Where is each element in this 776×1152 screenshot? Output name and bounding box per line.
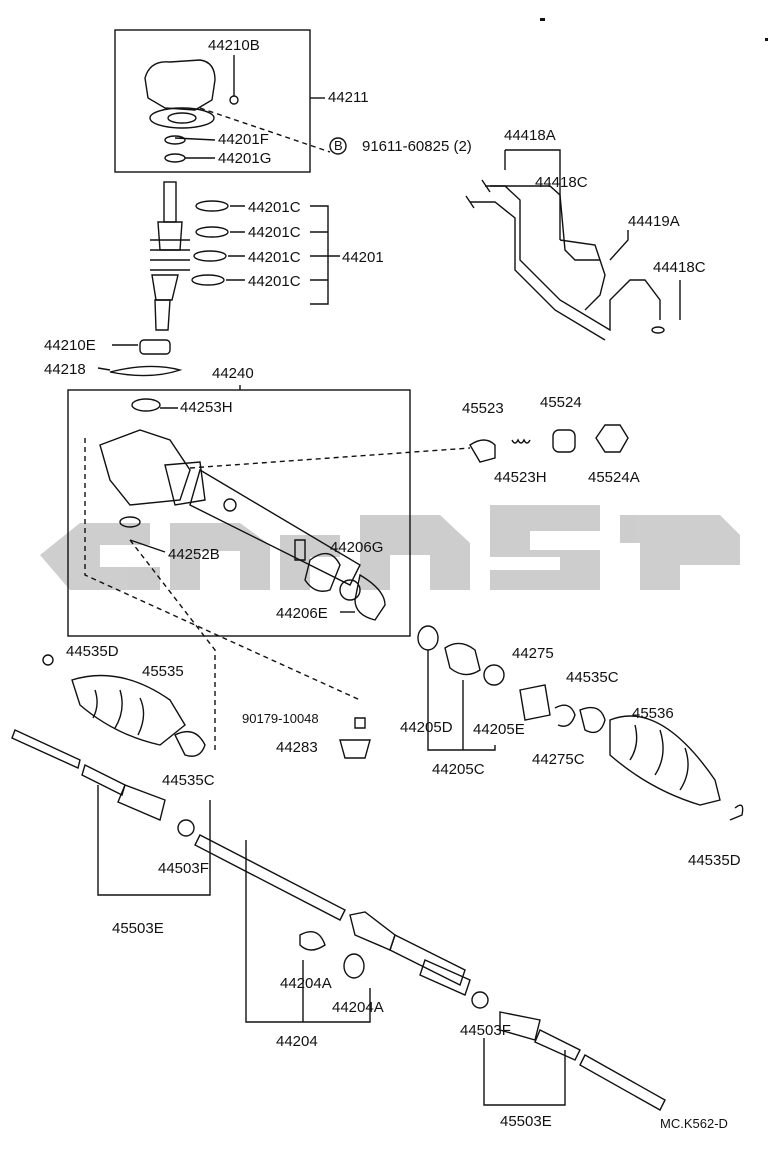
label-44253h: 44253H	[180, 399, 233, 416]
pinion-shaft	[150, 181, 190, 331]
plug-44253h	[131, 398, 161, 412]
cap-44283	[339, 739, 371, 759]
cap-45524	[552, 429, 576, 453]
seal-ring-4	[191, 274, 225, 286]
spring-44523h	[511, 438, 531, 444]
label-44535d-1: 44535D	[66, 643, 119, 660]
boot-45535	[42, 654, 186, 746]
label-44206g: 44206G	[330, 539, 384, 556]
label-44523h: 44523H	[494, 469, 547, 486]
ring-44204a-2	[343, 953, 365, 979]
label-44535c-1: 44535C	[162, 772, 215, 789]
seal-ring-2	[195, 226, 229, 238]
catalog-code: MC.K562-D	[660, 1116, 728, 1131]
label-44204: 44204	[276, 1033, 318, 1050]
clamp-44535c-left	[174, 731, 206, 757]
bushing-44206e	[354, 573, 386, 621]
label-44419a: 44419A	[628, 213, 680, 230]
watermark-logo	[40, 505, 740, 590]
snap-44275c	[554, 704, 576, 727]
label-45523: 45523	[462, 400, 504, 417]
steering-rack	[194, 834, 471, 996]
label-44418c-2: 44418C	[653, 259, 706, 276]
seal-44205c	[444, 642, 481, 676]
tie-rod-left	[11, 729, 166, 821]
label-45503e-1: 45503E	[112, 920, 164, 937]
label-44503f-1: 44503F	[158, 860, 209, 877]
clamp-44535c-right	[579, 706, 606, 734]
label-44201: 44201	[342, 249, 384, 266]
rack-housing	[99, 429, 361, 592]
label-44205e: 44205E	[473, 721, 525, 738]
nut-90179	[354, 717, 366, 729]
nut-45524a	[595, 424, 629, 453]
label-45536: 45536	[632, 705, 674, 722]
valve-housing-box	[114, 29, 311, 173]
washer-44503f-left	[177, 819, 195, 837]
label-45535: 45535	[142, 663, 184, 680]
label-45503e-2: 45503E	[500, 1113, 552, 1130]
label-44283: 44283	[276, 739, 318, 756]
label-44418a: 44418A	[504, 127, 556, 144]
label-91611: 91611-60825 (2)	[362, 138, 472, 155]
label-44535c-2: 44535C	[566, 669, 619, 686]
label-44201f: 44201F	[218, 131, 269, 148]
label-45524: 45524	[540, 394, 582, 411]
bolt-marker-label: B	[334, 138, 343, 153]
label-44201c-4: 44201C	[248, 273, 301, 290]
plug-45523	[469, 439, 496, 463]
label-44535d-2: 44535D	[688, 852, 741, 869]
label-44252b: 44252B	[168, 546, 220, 563]
label-44211: 44211	[328, 89, 369, 106]
valve-housing	[144, 59, 216, 111]
label-44201c-1: 44201C	[248, 199, 301, 216]
seal-ring-3	[193, 250, 227, 262]
label-44240: 44240	[212, 365, 254, 382]
bolt-marker	[329, 137, 347, 155]
label-44503f-2: 44503F	[460, 1022, 511, 1039]
bushing-44204a-1	[299, 931, 326, 951]
label-90179: 90179-10048	[242, 711, 319, 726]
washer-44503f-right	[471, 991, 489, 1009]
plug-44210b	[229, 95, 239, 105]
plug-44252b	[119, 516, 141, 528]
ring-44205d	[417, 625, 439, 651]
seal-44206g	[339, 579, 361, 601]
rack-housing-box	[67, 389, 411, 637]
label-44210b: 44210B	[208, 37, 260, 54]
label-44205d: 44205D	[400, 719, 453, 736]
label-45524a: 45524A	[588, 469, 640, 486]
boot-45536	[609, 715, 721, 806]
label-44418c-1: 44418C	[535, 174, 588, 191]
label-44201c-3: 44201C	[248, 249, 301, 266]
label-44218: 44218	[44, 361, 86, 378]
label-44275: 44275	[512, 645, 554, 662]
tie-rod-right	[499, 1011, 666, 1111]
bushing-44275	[519, 684, 551, 721]
label-44204a-1: 44204A	[280, 975, 332, 992]
seal-44205e	[483, 664, 505, 686]
bearing-44210e	[139, 339, 171, 355]
label-44201g: 44201G	[218, 150, 272, 167]
seal-ring-1	[195, 200, 229, 212]
label-44275c: 44275C	[532, 751, 585, 768]
label-44204a-2: 44204A	[332, 999, 384, 1016]
label-44205c: 44205C	[432, 761, 485, 778]
label-44210e: 44210E	[44, 337, 96, 354]
label-44206e: 44206E	[276, 605, 328, 622]
hydraulic-pipes	[465, 149, 681, 341]
gasket-44218	[109, 365, 183, 377]
label-44201c-2: 44201C	[248, 224, 301, 241]
